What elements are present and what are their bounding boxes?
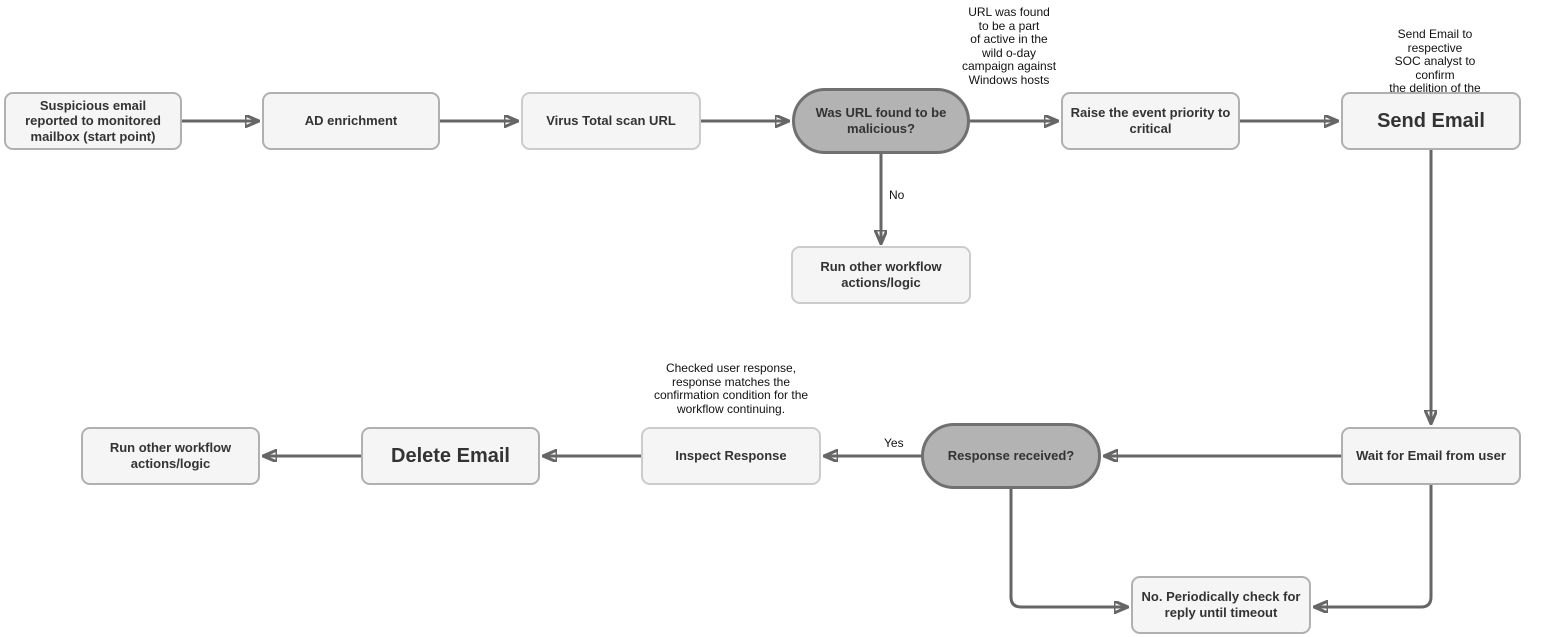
node-periodic-check: No. Periodically check for reply until t… [1131, 576, 1311, 634]
edge-label-no: No [889, 188, 905, 202]
edge-response-decision-to-periodic-check [1009, 489, 1128, 607]
edge-label-yes: Yes [884, 436, 904, 450]
node-delete-email: Delete Email [361, 427, 540, 485]
annotation-inspect-response: Checked user response, response matches … [653, 361, 809, 416]
node-other-workflow-end: Run other workflow actions/logic [81, 427, 260, 485]
node-response-received-decision: Response received? [921, 423, 1101, 489]
node-inspect-response: Inspect Response [641, 427, 821, 485]
edge-wait-to-periodic-check [1314, 485, 1433, 607]
node-send-email: Send Email [1341, 92, 1521, 150]
node-url-malicious-decision: Was URL found to be malicious? [792, 88, 970, 154]
node-start: Suspicious email reported to monitored m… [4, 92, 182, 150]
node-other-workflow-no-branch: Run other workflow actions/logic [791, 246, 971, 304]
node-wait-for-email: Wait for Email from user [1341, 427, 1521, 485]
node-raise-priority: Raise the event priority to critical [1061, 92, 1240, 150]
node-ad-enrichment: AD enrichment [262, 92, 440, 150]
annotation-url-campaign: URL was found to be a part of active in … [961, 5, 1057, 87]
node-virus-total-scan: Virus Total scan URL [521, 92, 701, 150]
